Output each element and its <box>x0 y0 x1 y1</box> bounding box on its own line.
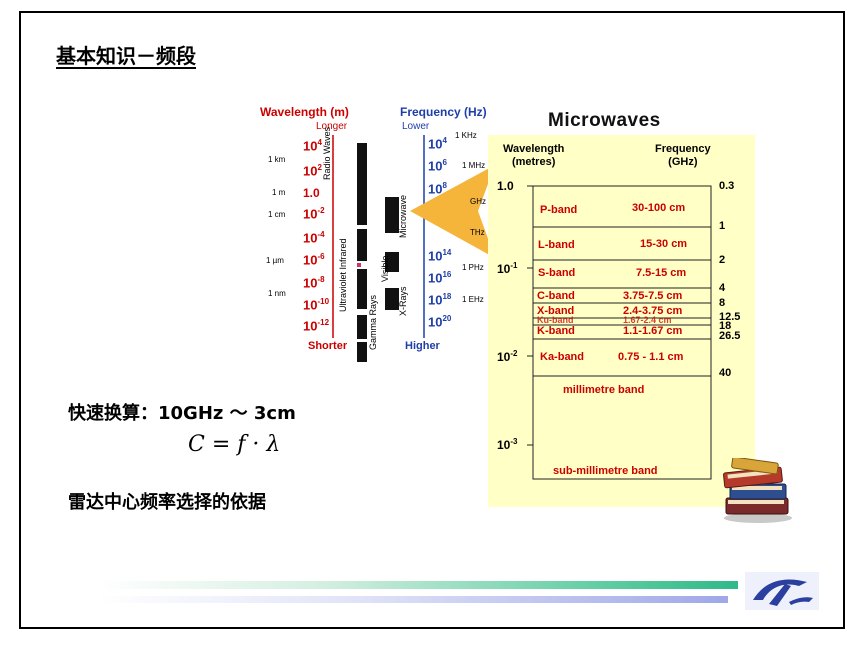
shorter-label: Shorter <box>308 340 348 352</box>
band-name-k: K-band <box>537 325 575 337</box>
band-name-c: C-band <box>537 290 575 302</box>
band-name-x: X-band <box>537 305 575 317</box>
band-name-p: P-band <box>540 204 578 216</box>
mw-left-tick-1: 1.0 <box>497 179 514 193</box>
band-range-k: 1.1-1.67 cm <box>623 325 683 337</box>
band-range-s: 7.5-15 cm <box>636 267 687 279</box>
wl-tick-7: 10-8 <box>303 275 325 291</box>
mw-right-tick-8: 26.5 <box>719 330 741 342</box>
fmark-ghz: GHz <box>470 197 486 206</box>
mm-band-label: millimetre band <box>563 384 645 396</box>
fq-tick-1: 104 <box>428 136 447 152</box>
fq-tick-9: 1020 <box>428 314 452 330</box>
mw-left-tick-2: 10-1 <box>497 261 518 276</box>
mw-right-tick-6: 12.5 <box>719 311 741 323</box>
mw-right-tick-1: 0.3 <box>719 180 735 192</box>
fmark-thz: THz <box>470 228 485 237</box>
books-icon <box>723 458 792 523</box>
mw-right-tick-7: 18 <box>719 320 732 332</box>
fmark-1mhz: 1 MHz <box>462 161 486 170</box>
band-range-c: 3.75-7.5 cm <box>623 290 683 302</box>
wl-tick-6: 10-6 <box>303 252 325 268</box>
band-name-ka: Ka-band <box>540 351 584 363</box>
wl-tick-1: 104 <box>303 138 322 154</box>
wl-tick-3: 1.0 <box>303 186 320 200</box>
mw-right-tick-2: 1 <box>719 220 726 232</box>
fq-tick-7: 1016 <box>428 270 452 286</box>
fq-tick-3: 108 <box>428 181 447 197</box>
fmark-1phz: 1 PHz <box>462 263 484 272</box>
frequency-header: Frequency (Hz) <box>400 105 487 119</box>
mw-right-tick-5: 8 <box>719 297 726 309</box>
mw-left-tick-3: 10-2 <box>497 349 518 364</box>
mark-1um: 1 µm <box>266 256 284 265</box>
mw-frequency-label: Frequency (GHz) <box>655 143 711 168</box>
submm-band-label: sub-millimetre band <box>553 465 658 477</box>
wl-tick-8: 10-10 <box>303 297 330 313</box>
mw-right-tick-4: 4 <box>719 282 726 294</box>
quick-calc-text: 快速换算：10GHz ～ 3cm <box>68 403 296 424</box>
fq-tick-6: 1014 <box>428 248 452 264</box>
wl-tick-5: 10-4 <box>303 230 325 246</box>
lower-label: Lower <box>402 121 430 132</box>
wl-tick-4: 10-2 <box>303 206 325 222</box>
formula: C = f · λ <box>188 432 281 457</box>
mw-left-tick-4: 10-3 <box>497 437 518 452</box>
slide-title: 基本知识－频段 <box>56 44 196 68</box>
mw-right-tick-3: 2 <box>719 254 726 266</box>
fq-tick-8: 1018 <box>428 292 452 308</box>
mw-wavelength-label: Wavelength (metres) <box>503 143 565 168</box>
footer-green-bar <box>98 581 738 589</box>
mark-1nm: 1 nm <box>268 289 286 298</box>
band-name-ku: Ku-band <box>537 315 574 325</box>
band-name-s: S-band <box>538 267 576 279</box>
mark-1cm: 1 cm <box>268 210 286 219</box>
longer-label: Longer <box>316 121 348 132</box>
microwave-title: Microwaves <box>548 110 661 131</box>
wl-tick-2: 102 <box>303 163 322 179</box>
mw-right-tick-9: 40 <box>719 367 732 379</box>
wavelength-header: Wavelength (m) <box>260 105 349 119</box>
basis-text: 雷达中心频率选择的依据 <box>68 492 266 513</box>
higher-label: Higher <box>405 340 440 352</box>
band-range-ka: 0.75 - 1.1 cm <box>618 351 684 363</box>
wl-tick-9: 10-12 <box>303 318 330 334</box>
fq-tick-2: 106 <box>428 158 447 174</box>
band-range-ku: 1.67-2.4 cm <box>623 315 672 325</box>
footer-blue-bar <box>98 596 728 603</box>
mark-1km: 1 km <box>268 155 286 164</box>
band-range-x: 2.4-3.75 cm <box>623 305 683 317</box>
band-range-l: 15-30 cm <box>640 238 688 250</box>
logo-icon <box>745 572 819 610</box>
band-name-l: L-band <box>538 239 575 251</box>
fmark-1ehz: 1 EHz <box>462 295 484 304</box>
mark-1m: 1 m <box>272 188 286 197</box>
band-range-p: 30-100 cm <box>632 202 686 214</box>
fmark-1khz: 1 KHz <box>455 131 477 140</box>
